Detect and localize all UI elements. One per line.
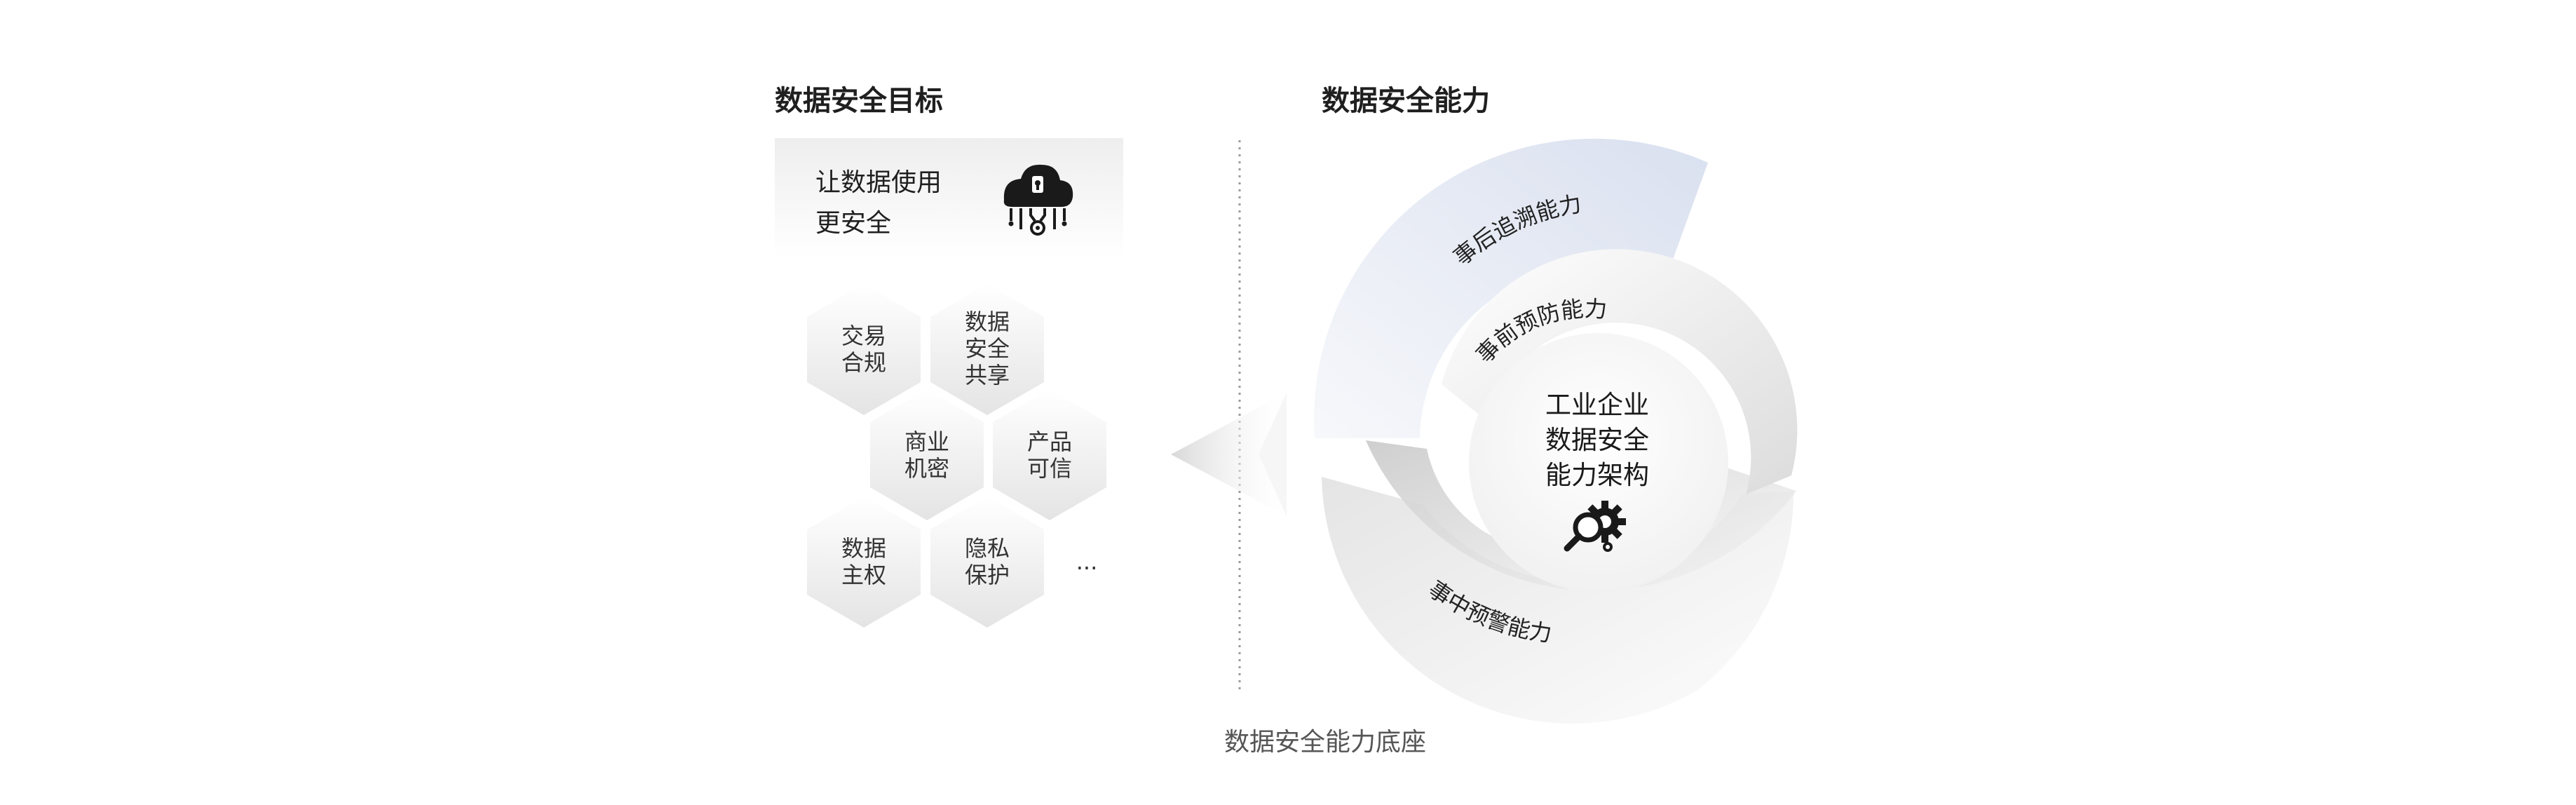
center-disc	[1469, 333, 1728, 593]
hexagon-label: 安全	[965, 335, 1010, 362]
cloud-lock-icon	[1003, 164, 1073, 236]
hexagon-label: 保护	[965, 562, 1010, 588]
hexagon-label: 隐私	[965, 535, 1010, 562]
center-label-line-1: 工业企业	[1545, 390, 1649, 420]
right-section-title: 数据安全能力	[1322, 85, 1490, 117]
hexagon-label: 数据	[841, 535, 886, 562]
hexagon-label: 共享	[965, 362, 1010, 388]
goal-text-line-1: 让数据使用	[815, 168, 942, 197]
ring-post-traceability	[1314, 138, 1708, 438]
hexagon-label: ...	[1076, 548, 1098, 575]
hexagon-trade: 交易 合规	[807, 284, 921, 415]
arrow-left-icon	[1171, 393, 1287, 516]
magnifier-gear-icon	[1564, 501, 1626, 552]
hexagon-privacy: 隐私 保护	[930, 496, 1044, 628]
center-label-line-2: 数据安全	[1545, 425, 1649, 455]
hexagon-label: 合规	[841, 349, 886, 376]
hexagon-grid: 交易 合规 数据 安全 共享 商业 机密 产品 可信 数据 主权 隐私 保护	[807, 284, 1106, 628]
hexagon-sovereign: 数据 主权	[807, 496, 921, 628]
hexagon-label: 可信	[1027, 455, 1072, 482]
hexagon-label: 主权	[841, 562, 886, 588]
hexagon-label: 产品	[1027, 428, 1072, 455]
hexagon-label: 交易	[841, 323, 886, 349]
hexagon-share: 数据 安全 共享	[930, 284, 1044, 415]
goal-text-line-2: 更安全	[815, 209, 891, 238]
hexagon-label: 数据	[965, 309, 1010, 335]
hexagon-secret: 商业 机密	[870, 389, 984, 520]
hexagon-label: 机密	[904, 455, 949, 482]
ring-pre-prevention	[1442, 249, 1798, 494]
left-section-title: 数据安全目标	[775, 85, 943, 117]
diagram-caption: 数据安全能力底座	[1224, 728, 1426, 757]
hexagon-more: ...	[1076, 548, 1098, 575]
hexagon-label: 商业	[904, 428, 949, 455]
center-label-line-3: 能力架构	[1545, 460, 1649, 490]
ring-mid-shadow	[1322, 477, 1794, 724]
hexagon-product: 产品 可信	[993, 389, 1106, 520]
